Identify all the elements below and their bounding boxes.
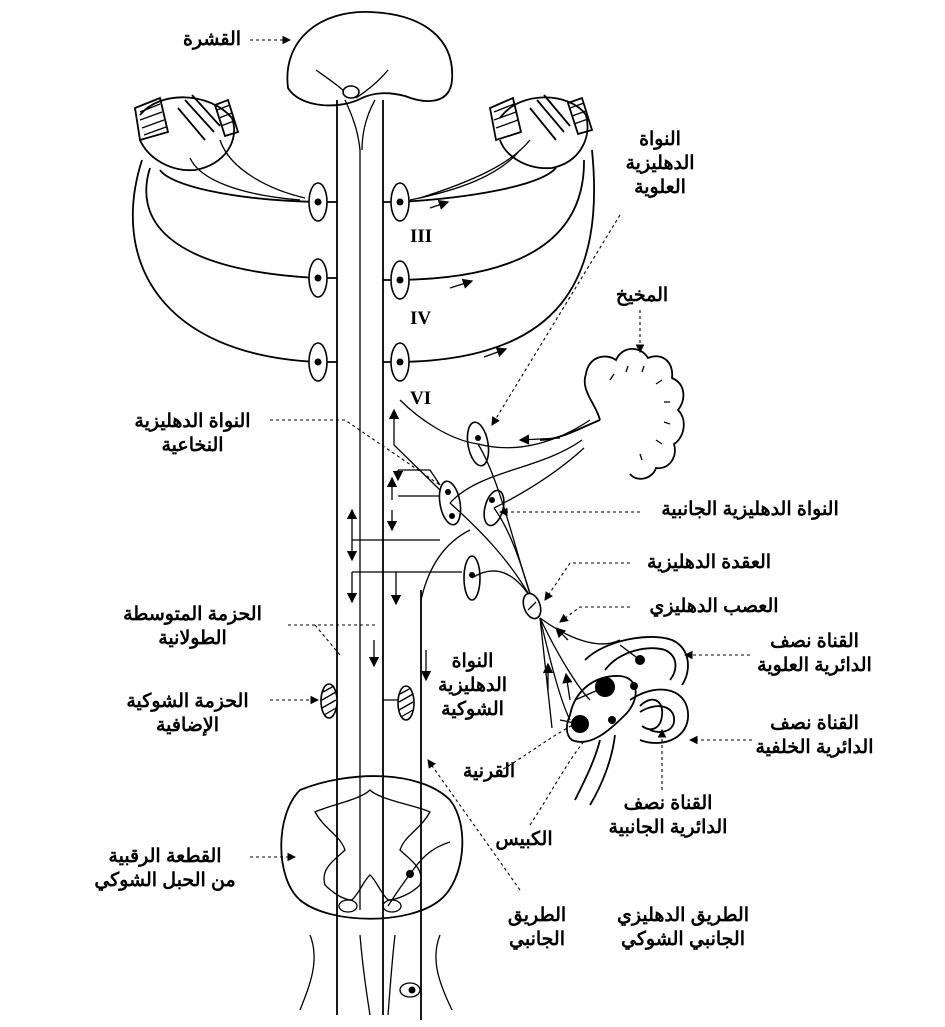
label-line: القناة نصف bbox=[770, 713, 859, 734]
label-vestibular-nerve: العصب الدهليزي bbox=[634, 595, 794, 619]
label-line: الطولانية bbox=[158, 628, 227, 649]
label-line: الدائرية العلوية bbox=[757, 655, 872, 676]
label-superior-semicircular-canal: القناة نصف الدائرية العلوية bbox=[752, 630, 877, 678]
label-nerve-iii: III bbox=[410, 226, 433, 247]
label-lateral-vestibular-nucleus-text: النواة الدهليزية الجانبية bbox=[661, 499, 839, 520]
label-line: الحزمة الشوكية bbox=[126, 691, 249, 712]
label-nerve-vi: VI bbox=[410, 388, 432, 409]
lower-spinal-section bbox=[299, 934, 453, 1016]
label-leaders bbox=[250, 35, 752, 891]
label-cerebellum: المخيخ bbox=[602, 284, 682, 308]
label-vestibular-ganglion-text: العقدة الدهليزية bbox=[646, 552, 772, 573]
right-eye bbox=[488, 94, 594, 169]
label-line: الشوكية bbox=[441, 699, 504, 720]
label-vestibulospinal-tract: الطريق الدهليزي الجانبي الشوكي bbox=[598, 904, 768, 952]
label-cortex-text: القشرة bbox=[182, 29, 242, 50]
cerebellum bbox=[539, 347, 685, 480]
label-line: النواة bbox=[639, 129, 681, 150]
cortex-shape bbox=[286, 11, 453, 107]
vestibular-ganglion bbox=[522, 592, 621, 729]
label-lateral-semicircular-canal: القناة نصف الدائرية الجانبية bbox=[588, 792, 748, 840]
label-line: النخاعية bbox=[161, 435, 224, 456]
label-nerve-iv: IV bbox=[410, 308, 432, 329]
label-line: القناة نصف bbox=[770, 631, 859, 652]
label-line: الطريق الدهليزي bbox=[617, 905, 749, 926]
label-lateral-tract: الطريق الجانبي bbox=[492, 904, 582, 952]
label-line: الدائرية الخلفية bbox=[755, 737, 874, 758]
label-lateral-vestibular-nucleus: النواة الدهليزية الجانبية bbox=[640, 498, 860, 522]
label-spinal-vestibular-nucleus: النواة الدهليزية الشوكية bbox=[425, 650, 520, 722]
label-line: النواة bbox=[451, 651, 494, 672]
label-vestibular-nerve-text: العصب الدهليزي bbox=[649, 596, 779, 617]
label-cerebellum-text: المخيخ bbox=[615, 285, 669, 306]
label-posterior-semicircular-canal: القناة نصف الدائرية الخلفية bbox=[752, 712, 877, 760]
left-oculomotor-loops bbox=[131, 139, 337, 363]
label-line: الإضافية bbox=[155, 715, 220, 736]
medial-longitudinal-tracts bbox=[336, 99, 422, 1020]
label-line: القطعة الرقبية bbox=[108, 846, 222, 867]
label-line: الجانبي bbox=[509, 929, 565, 950]
label-line: الطريق bbox=[507, 905, 567, 926]
label-cervical-segment: القطعة الرقبية من الحبل الشوكي bbox=[80, 845, 250, 893]
label-cornea-text: القرنية bbox=[462, 761, 516, 782]
label-line: النواة الدهليزية bbox=[134, 411, 251, 432]
label-line: الدهليزية bbox=[625, 153, 695, 174]
label-line: الدائرية الجانبية bbox=[608, 817, 728, 838]
label-saccule: الكبيس bbox=[485, 828, 563, 852]
label-line: الجانبي الشوكي bbox=[621, 929, 745, 950]
label-line: الدهليزية bbox=[437, 675, 508, 696]
label-cornea: القرنية bbox=[450, 760, 528, 784]
labyrinth bbox=[559, 636, 689, 806]
label-vestibular-ganglion: العقدة الدهليزية bbox=[634, 551, 784, 575]
label-line: القناة نصف bbox=[623, 793, 713, 814]
left-eye bbox=[134, 94, 240, 171]
label-accessory-spinal-bundle: الحزمة الشوكية الإضافية bbox=[105, 690, 270, 738]
label-saccule-text: الكبيس bbox=[495, 829, 553, 850]
cranial-nuclei bbox=[308, 182, 410, 382]
label-line: العلوية bbox=[634, 177, 686, 198]
label-cortex: القشرة bbox=[176, 28, 248, 52]
label-medullary-vestibular-nucleus: النواة الدهليزية النخاعية bbox=[110, 410, 275, 458]
label-superior-vestibular-nucleus: النواة الدهليزية العلوية bbox=[610, 128, 710, 200]
label-line: من الحبل الشوكي bbox=[94, 870, 236, 891]
spinal-cord-section bbox=[280, 775, 464, 920]
label-line: الحزمة المتوسطة bbox=[123, 604, 262, 625]
label-medial-longitudinal-fasciculus: الحزمة المتوسطة الطولانية bbox=[100, 603, 285, 651]
